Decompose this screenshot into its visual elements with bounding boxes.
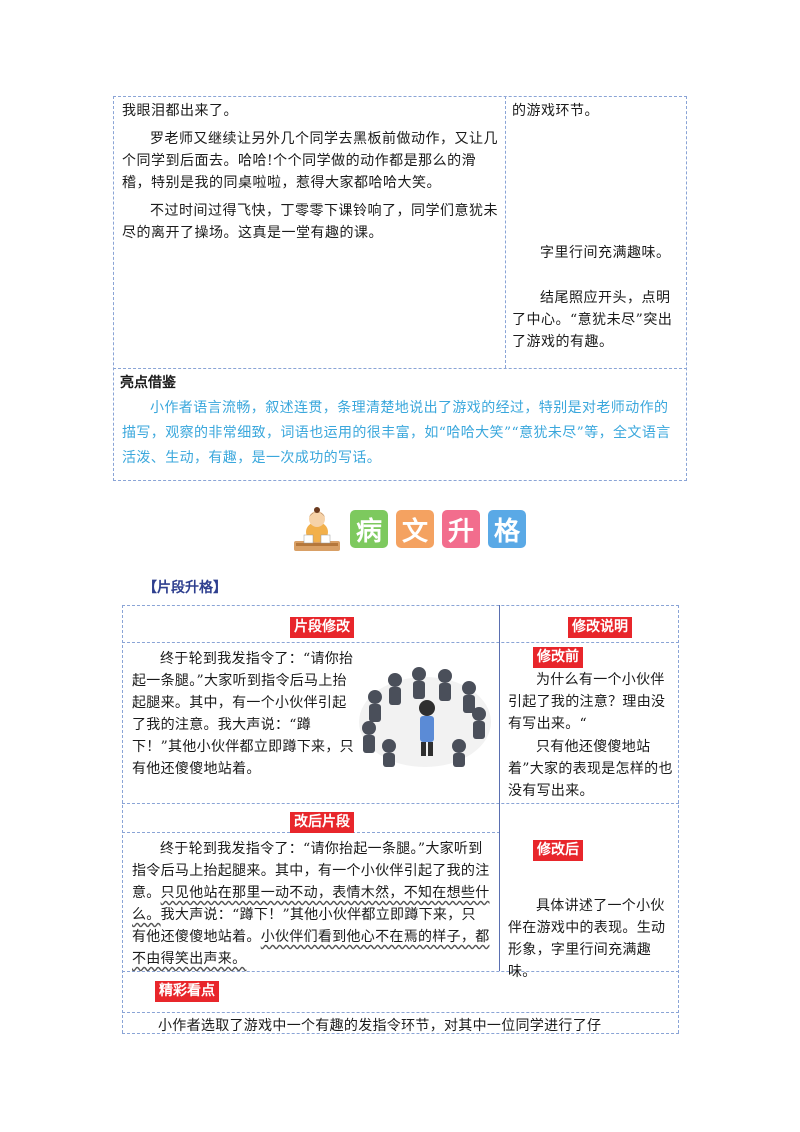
row-divider (113, 368, 687, 369)
teacher-illustration-icon (294, 507, 340, 551)
underlined-phrase: 小伙伴们看到他心不在焉的样子，都不由得笑出声来。 (132, 929, 490, 967)
row-divider (122, 1033, 679, 1034)
before-tag: 修改前 (533, 647, 583, 668)
before-note: 为什么有一个小伙伴引起了我的注意？理由没有写出来。“ (508, 672, 666, 732)
after-tag: 修改后 (533, 840, 583, 861)
after-note: 具体讲述了一个小伙伴在游戏中的表现。生动形象，字里行间充满趣味。 (508, 898, 666, 980)
row-divider (122, 642, 679, 643)
section-label: 【片段升格】 (143, 580, 227, 596)
after-fragment: 终于轮到我发指令了：“请你抬起一条腿。”大家听到指令后马上抬起腿来。其中，有一个… (132, 841, 490, 967)
header-fragment-edit: 片段修改 (290, 617, 354, 638)
section-banner: 病 文 升 格 (292, 505, 526, 553)
highlight-text: 小作者选取了游戏中一个有趣的发指令环节，对其中一位同学进行了仔 (158, 1018, 602, 1034)
column-divider (499, 605, 500, 971)
side-note: 的游戏环节。 (512, 103, 599, 119)
side-note: 字里行间充满趣味。 (540, 245, 671, 261)
banner-tile: 升 (442, 510, 480, 548)
banner-tile: 文 (396, 510, 434, 548)
essay-text: 我眼泪都出来了。 罗老师又继续让另外几个同学去黑板前做动作，又让几个同学到后面去… (122, 100, 500, 250)
children-circle-image (359, 667, 491, 767)
row-divider (122, 971, 679, 972)
highlight-title: 亮点借鉴 (120, 375, 176, 391)
essay-paragraph: 罗老师又继续让另外几个同学去黑板前做动作，又让几个同学到后面去。哈哈!个个同学做… (122, 131, 498, 191)
essay-paragraph: 不过时间过得飞快，丁零零下课铃响了，同学们意犹未尽的离开了操场。这真是一堂有趣的… (122, 203, 498, 241)
row-divider (122, 1012, 679, 1013)
before-note: 只有他还傻傻地站着”大家的表现是怎样的也没有写出来。 (508, 739, 673, 799)
before-fragment: 终于轮到我发指令了：“请你抬起一条腿。”大家听到指令后马上抬起腿来。其中，有一个… (132, 651, 354, 777)
underlined-phrase: 只见他站在那里一动不动，表情木然，不知在想些什么。 (132, 885, 490, 923)
upgrade-table (122, 605, 679, 1033)
highlight-body: 小作者语言流畅，叙述连贯，条理清楚地说出了游戏的经过，特别是对老师动作的描写，观… (122, 400, 671, 466)
header-edit-notes: 修改说明 (568, 617, 632, 638)
essay-paragraph: 我眼泪都出来了。 (122, 103, 238, 119)
side-note: 结尾照应开头，点明了中心。“意犹未尽”突出了游戏的有趣。 (512, 290, 673, 350)
highlight-tag: 精彩看点 (155, 981, 219, 1002)
banner-tile: 格 (488, 510, 526, 548)
after-header: 改后片段 (290, 812, 354, 833)
column-divider (505, 96, 506, 368)
row-divider (122, 803, 679, 804)
essay-table (113, 96, 687, 481)
banner-tile: 病 (350, 510, 388, 548)
